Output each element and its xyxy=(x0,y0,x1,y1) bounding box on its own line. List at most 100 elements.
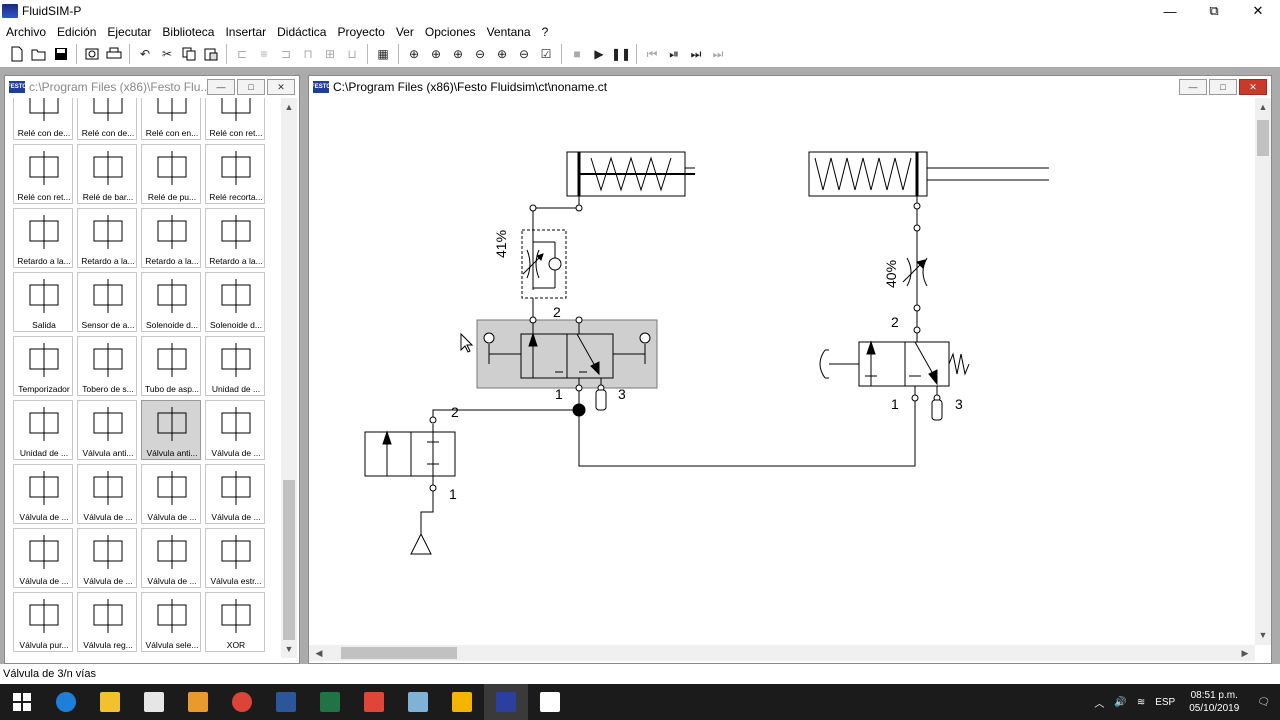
library-component[interactable]: Válvula de ... xyxy=(141,528,201,588)
library-window-titlebar[interactable]: FESTO c:\Program Files (x86)\Festo Flu..… xyxy=(5,76,299,98)
library-component[interactable]: Relé con de... xyxy=(13,98,73,140)
grid-icon[interactable]: ▦ xyxy=(377,47,389,61)
circuit-vscroll-thumb[interactable] xyxy=(1257,120,1269,156)
library-component[interactable]: Retardo a la... xyxy=(205,208,265,268)
library-component[interactable]: Válvula de ... xyxy=(77,464,137,524)
circuit-window-titlebar[interactable]: FESTO C:\Program Files (x86)\Festo Fluid… xyxy=(309,76,1271,98)
windows-start-icon[interactable] xyxy=(0,684,44,720)
library-component[interactable]: XOR xyxy=(205,592,265,652)
library-scroll-thumb[interactable] xyxy=(283,480,295,640)
minimize-button[interactable]: — xyxy=(1163,3,1177,19)
undo-icon[interactable]: ↶ xyxy=(139,47,151,61)
excel-icon[interactable] xyxy=(308,684,352,720)
zoom-out-icon[interactable]: ⊖ xyxy=(518,47,530,61)
app-red-icon[interactable] xyxy=(352,684,396,720)
menu-opciones[interactable]: Opciones xyxy=(424,24,476,39)
library-vertical-scrollbar[interactable]: ▲ ▼ xyxy=(281,98,297,658)
chrome-icon[interactable] xyxy=(220,684,264,720)
zoom-fit-icon[interactable]: ⊕ xyxy=(408,47,420,61)
taskbar-clock[interactable]: 08:51 p.m. 05/10/2019 xyxy=(1189,689,1239,715)
library-component[interactable]: Válvula de ... xyxy=(13,464,73,524)
print-icon[interactable] xyxy=(103,43,125,65)
scroll-left-icon[interactable]: ◀ xyxy=(315,647,323,658)
library-component[interactable]: Válvula reg... xyxy=(77,592,137,652)
notepad-icon[interactable] xyxy=(528,684,572,720)
library-component[interactable]: Relé recorta... xyxy=(205,144,265,204)
language-indicator[interactable]: ESP xyxy=(1155,696,1176,708)
restore-button[interactable]: ⧉ xyxy=(1209,3,1219,18)
notifications-icon[interactable]: 🗨 xyxy=(1257,696,1270,708)
library-component[interactable]: Tubo de asp... xyxy=(141,336,201,396)
check-icon[interactable]: ☑ xyxy=(540,47,552,61)
new-file-icon[interactable] xyxy=(6,43,28,65)
save-icon[interactable] xyxy=(50,43,72,65)
library-component[interactable]: Relé de pu... xyxy=(141,144,201,204)
menu-ventana[interactable]: Ventana xyxy=(486,24,531,39)
library-component[interactable]: Válvula de ... xyxy=(13,528,73,588)
scroll-down-icon[interactable]: ▼ xyxy=(284,644,294,654)
library-component[interactable]: Relé de bar... xyxy=(77,144,137,204)
print-preview-icon[interactable] xyxy=(81,43,103,65)
menu-biblioteca[interactable]: Biblioteca xyxy=(162,24,215,39)
zoom-11-icon[interactable]: ⊕ xyxy=(430,47,442,61)
library-component[interactable]: Solenoide d... xyxy=(141,272,201,332)
wifi-icon[interactable]: ≋ xyxy=(1136,696,1146,708)
circuit-close-button[interactable]: ✕ xyxy=(1239,79,1267,95)
library-component[interactable]: Relé con en... xyxy=(141,98,201,140)
scroll-right-icon[interactable]: ▶ xyxy=(1241,647,1249,658)
library-component[interactable]: Válvula estr... xyxy=(205,528,265,588)
library-component[interactable]: Solenoide d... xyxy=(205,272,265,332)
paste-icon[interactable] xyxy=(200,43,222,65)
library-component[interactable]: Relé con ret... xyxy=(205,98,265,140)
library-component[interactable]: Retardo a la... xyxy=(77,208,137,268)
library-component[interactable]: Válvula de ... xyxy=(205,464,265,524)
library-component[interactable]: Válvula sele... xyxy=(141,592,201,652)
menu-help[interactable]: ? xyxy=(541,24,549,39)
menu-insertar[interactable]: Insertar xyxy=(225,24,267,39)
library-component[interactable]: Relé con de... xyxy=(77,98,137,140)
library-component[interactable]: Salida xyxy=(13,272,73,332)
library-component[interactable]: Temporizador xyxy=(13,336,73,396)
menu-didactica[interactable]: Didáctica xyxy=(277,24,327,39)
edge-icon[interactable] xyxy=(44,684,88,720)
align-left-icon[interactable]: ⊏ xyxy=(236,47,248,61)
align-top-icon[interactable]: ⊓ xyxy=(303,47,313,61)
play-icon[interactable]: ▶ xyxy=(594,47,604,61)
align-center-icon[interactable]: ≡ xyxy=(260,47,268,61)
align-middle-icon[interactable]: ⊞ xyxy=(324,47,336,61)
align-right-icon[interactable]: ⊐ xyxy=(280,47,292,61)
library-component[interactable]: Retardo a la... xyxy=(141,208,201,268)
library-component[interactable]: Retardo a la... xyxy=(13,208,73,268)
scroll-up-icon[interactable]: ▲ xyxy=(284,102,294,112)
menu-archivo[interactable]: Archivo xyxy=(6,24,47,39)
library-component[interactable]: Relé con ret... xyxy=(13,144,73,204)
library-component[interactable]: Válvula de ... xyxy=(77,528,137,588)
library-minimize-button[interactable]: — xyxy=(207,79,235,95)
library-component[interactable]: Unidad de ... xyxy=(13,400,73,460)
menu-ver[interactable]: Ver xyxy=(395,24,414,39)
rewind-icon[interactable]: ⏮ xyxy=(646,46,658,61)
library-component[interactable]: Sensor de a... xyxy=(77,272,137,332)
circuit-canvas[interactable]: 2 1 3 2 1 2 1 3 41% 40% xyxy=(309,98,1255,645)
tray-chevron-icon[interactable]: ︿ xyxy=(1094,698,1105,710)
library-component[interactable]: Válvula anti... xyxy=(141,400,201,460)
cut-icon[interactable]: ✂ xyxy=(161,47,173,61)
app-pen-icon[interactable] xyxy=(396,684,440,720)
library-component[interactable]: Válvula anti... xyxy=(77,400,137,460)
library-component[interactable]: Unidad de ... xyxy=(205,336,265,396)
circuit-hscroll-thumb[interactable] xyxy=(341,647,457,659)
copy-icon[interactable] xyxy=(178,43,200,65)
open-folder-icon[interactable] xyxy=(28,43,50,65)
end-icon[interactable]: ⏭ xyxy=(712,46,724,61)
forward-icon[interactable]: ⏭ xyxy=(690,46,702,61)
library-component[interactable]: Tobero de s... xyxy=(77,336,137,396)
step-icon[interactable]: ⏯ xyxy=(669,46,679,61)
circuit-vertical-scrollbar[interactable]: ▲ ▼ xyxy=(1255,98,1271,645)
volume-icon[interactable]: 🔊 xyxy=(1114,696,1127,708)
zoom-window-icon[interactable]: ⊕ xyxy=(452,47,464,61)
menu-edicion[interactable]: Edición xyxy=(57,24,97,39)
library-close-button[interactable]: ✕ xyxy=(267,79,295,95)
library-component[interactable]: Válvula de ... xyxy=(141,464,201,524)
menu-proyecto[interactable]: Proyecto xyxy=(337,24,385,39)
zoom-previous-icon[interactable]: ⊖ xyxy=(474,47,486,61)
